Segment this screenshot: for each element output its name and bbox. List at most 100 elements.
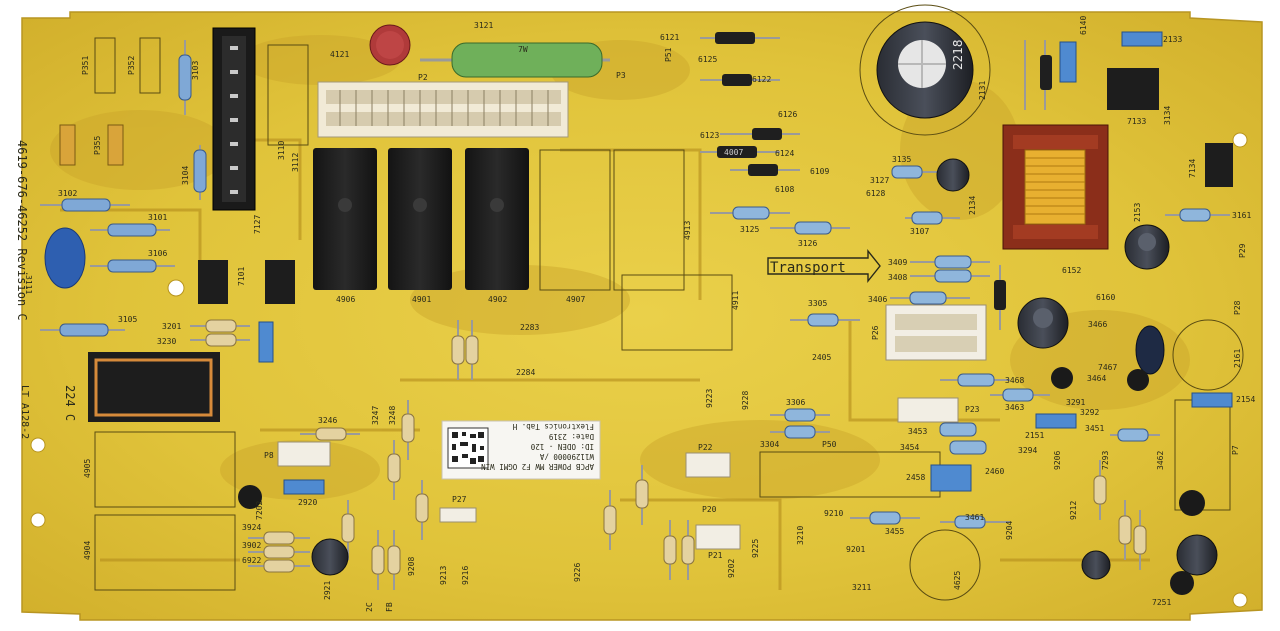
label-3304: 3304	[760, 440, 779, 449]
label-7251: 7251	[1152, 598, 1171, 607]
label-p8: P8	[264, 451, 274, 460]
label-9204: 9204	[1005, 521, 1014, 540]
production-sticker: APCB POWER MW F2 OGMI WIN W11290000 /A I…	[441, 420, 601, 480]
silk-outlines	[94, 4, 1244, 601]
label-3468: 3468	[1005, 376, 1024, 385]
label-p352: P352	[127, 56, 136, 75]
label-p51: P51	[664, 47, 673, 62]
label-2151: 2151	[1025, 431, 1044, 440]
qr-code	[447, 427, 489, 469]
label-6152: 6152	[1062, 266, 1081, 275]
label-6108: 6108	[775, 185, 794, 194]
p26-slots	[895, 314, 977, 352]
label-2920: 2920	[298, 498, 317, 507]
label-3211: 3211	[852, 583, 871, 592]
label-9210: 9210	[824, 509, 843, 518]
label-6128: 6128	[866, 189, 885, 198]
sticker-line5: Flextronics Tab. H	[512, 422, 594, 431]
transport-label: Transport	[770, 260, 846, 276]
label-p21: P21	[708, 551, 723, 560]
label-3464: 3464	[1087, 374, 1106, 383]
label-2c: 2C	[365, 602, 374, 612]
label-3292: 3292	[1080, 408, 1099, 417]
label-2284: 2284	[516, 368, 535, 377]
label-2458: 2458	[906, 473, 925, 482]
label-4906: 4906	[336, 295, 355, 304]
label-7127: 7127	[253, 215, 262, 234]
blue-disc-capacitor	[44, 227, 86, 289]
label-9226: 9226	[573, 563, 582, 582]
coil-value-label: 7W	[518, 45, 528, 54]
label-7101: 7101	[237, 267, 246, 286]
label-3121: 3121	[474, 21, 493, 30]
label-p7: P7	[1231, 445, 1240, 455]
label-6125: 6125	[698, 55, 717, 64]
label-4905: 4905	[83, 459, 92, 478]
label-9216: 9216	[461, 566, 470, 585]
label-3110: 3110	[277, 141, 286, 160]
fuse-disc	[369, 24, 411, 66]
sticker-line1: APCB POWER MW F2 OGMI WIN	[481, 462, 594, 471]
label-2134: 2134	[968, 196, 977, 215]
label-3248: 3248	[388, 406, 397, 425]
label-p22: P22	[698, 443, 713, 452]
label-6121: 6121	[660, 33, 679, 42]
mounting-holes	[30, 132, 1248, 608]
label-p27: P27	[452, 495, 467, 504]
label-3305: 3305	[808, 299, 827, 308]
lower-left-code2: 224 C	[63, 385, 77, 421]
label-3246: 3246	[318, 416, 337, 425]
label-4911: 4911	[731, 291, 740, 310]
label-2133: 2133	[1163, 35, 1182, 44]
label-7134: 7134	[1188, 159, 1197, 178]
label-3463: 3463	[1005, 403, 1024, 412]
label-3453: 3453	[908, 427, 927, 436]
label-9208: 9208	[407, 557, 416, 576]
cap-marking: 2218	[951, 39, 965, 70]
label-3127: 3127	[870, 176, 889, 185]
label-6109: 6109	[810, 167, 829, 176]
spade-terminals	[59, 124, 124, 166]
label-p355: P355	[93, 136, 102, 155]
board-part-number: 4619-676-46252 Revision C	[15, 140, 29, 321]
sticker-line4: Date: 2319	[549, 432, 594, 441]
label-3451: 3451	[1085, 424, 1104, 433]
sticker-line3: ID: ODEN - 120	[530, 442, 594, 451]
label-fb: FB	[385, 602, 394, 612]
label-3111: 3111	[24, 275, 33, 294]
label-3106: 3106	[148, 249, 167, 258]
diode-marking: 4007	[724, 148, 743, 157]
relay-row	[313, 148, 529, 290]
label-3101: 3101	[148, 213, 167, 222]
label-2153: 2153	[1133, 203, 1142, 222]
label-4901: 4901	[412, 295, 431, 304]
label-6140: 6140	[1079, 16, 1088, 35]
label-4121: 4121	[330, 50, 349, 59]
label-3135: 3135	[892, 155, 911, 164]
label-4904: 4904	[83, 541, 92, 560]
label-9202: 9202	[727, 559, 736, 578]
label-2921: 2921	[323, 581, 332, 600]
label-3230: 3230	[157, 337, 176, 346]
label-3134: 3134	[1163, 106, 1172, 125]
label-6160: 6160	[1096, 293, 1115, 302]
label-6124: 6124	[775, 149, 794, 158]
label-7202: 7202	[255, 501, 264, 520]
label-p3: P3	[616, 71, 626, 80]
diode-array: 4007	[700, 32, 1052, 330]
sticker-text: APCB POWER MW F2 OGMI WIN W11290000 /A I…	[481, 422, 594, 471]
label-p29: P29	[1238, 243, 1247, 258]
label-2154: 2154	[1236, 395, 1255, 404]
label-9206: 9206	[1053, 451, 1062, 470]
label-9223: 9223	[705, 389, 714, 408]
axial-resistors-right	[710, 165, 1230, 529]
label-9201: 9201	[846, 545, 865, 554]
label-4625: 4625	[953, 571, 962, 590]
silkscreen-labels: P2 P3 P8 P20 P21 P22 P23 P26 P27 P28 P29…	[24, 16, 1255, 612]
label-3455: 3455	[885, 527, 904, 536]
label-2460: 2460	[985, 467, 1004, 476]
blue-box-capacitors	[258, 31, 1233, 495]
label-3466: 3466	[1088, 320, 1107, 329]
sticker-line2: W11290000 /A	[539, 452, 594, 461]
